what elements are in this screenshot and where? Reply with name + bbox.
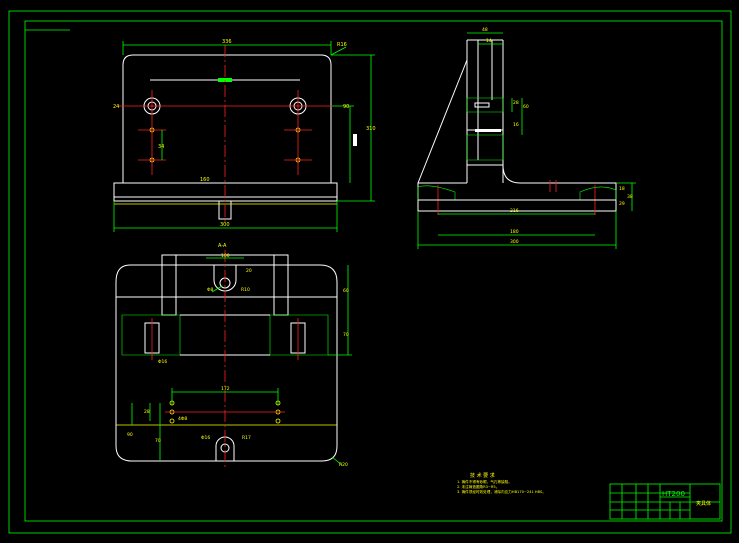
dim-section-bottom-left: Φ16 <box>201 435 210 441</box>
dim-section-hole-mid: Φ16 <box>158 359 167 365</box>
title-block-part-name: 夹具体 <box>696 500 711 507</box>
side-view: 48 14 60 28 16 216 180 300 38 29 18 <box>417 27 636 249</box>
dim-side-right-a-text: 60 <box>523 104 529 110</box>
side-hatch-right <box>579 186 617 201</box>
side-base <box>417 164 617 212</box>
side-rib <box>417 59 468 184</box>
dim-side-right-b-text: 28 <box>513 100 519 106</box>
front-view: 336 R16 24 34 310 90 160 300 <box>113 39 376 232</box>
section-upright-left <box>161 254 177 316</box>
section-pin-6 <box>275 418 281 424</box>
dim-section-hole-small: 4Φ8 <box>178 416 187 422</box>
dim-height-right-text: 90 <box>343 104 349 110</box>
notes-title: 技 术 要 求 <box>470 472 495 479</box>
dim-base-center: 160 <box>200 177 210 183</box>
section-hatch-right <box>269 314 329 356</box>
section-label: A-A <box>218 243 227 249</box>
dim-side-right-c-text: 16 <box>513 122 519 128</box>
title-block-frame <box>609 483 721 520</box>
dim-base-width-text: 300 <box>220 222 230 228</box>
inner-border <box>24 20 723 522</box>
title-block: HT200 夹具体 <box>609 483 721 520</box>
dim-section-hole-right: R10 <box>241 287 250 293</box>
dim-top-width-text: 336 <box>222 39 232 45</box>
outer-border <box>8 10 732 534</box>
dim-left-mid: 34 <box>158 144 164 150</box>
dim-section-left-a-text: 28 <box>144 409 150 415</box>
dim-section-corner-leader <box>331 456 343 466</box>
dim-section-right-lower-text: 70 <box>343 332 349 338</box>
dim-side-height-a: 38 <box>627 194 633 200</box>
dim-side-bottom-inner-text: 216 <box>510 208 519 214</box>
side-hatch-top <box>466 97 504 113</box>
dim-section-hole-left: Φ8 <box>207 287 214 293</box>
section-hatch-left <box>121 314 181 356</box>
dim-height-right-mark <box>353 134 357 146</box>
note-item-1: 1. 铸件不得有砂眼、气孔等缺陷。 <box>457 479 512 484</box>
section-view: A-A 100 20 Φ8 <box>115 243 352 470</box>
dim-section-center-width-text: 172 <box>221 386 230 392</box>
dim-section-left-c-text: 90 <box>127 432 133 438</box>
technical-notes: 技 术 要 求 1. 铸件不得有砂眼、气孔等缺陷。 2. 未注铸造圆角R3~R5… <box>457 472 546 494</box>
dim-section-top-center-text: 100 <box>221 253 230 259</box>
side-hatch-mid <box>466 134 504 161</box>
section-upright-right <box>273 254 289 316</box>
dim-side-top-b-text: 14 <box>486 38 492 44</box>
dim-side-height-b: 29 <box>619 201 625 207</box>
dim-section-left-b-text: 70 <box>155 438 161 444</box>
dim-section-corner: R20 <box>339 462 348 468</box>
title-block-material: HT200 <box>662 490 685 498</box>
dim-side-height-c: 18 <box>619 186 625 192</box>
dim-section-right-upper-text: 60 <box>343 288 349 294</box>
side-hatch-left <box>417 185 456 201</box>
dim-section-hole-l-leader <box>211 285 223 293</box>
note-item-3: 3. 铸件须经时效处理，消除内应力HB170~241 HBS。 <box>457 489 546 494</box>
dim-section-bottom-right: R17 <box>242 435 251 441</box>
section-pin-3 <box>169 418 175 424</box>
dim-radius-text: R16 <box>337 42 347 48</box>
dim-radius-leader <box>330 46 347 56</box>
note-item-2: 2. 未注铸造圆角R3~R5。 <box>457 484 499 489</box>
dim-side-top-a-text: 48 <box>482 27 488 33</box>
dim-side-bottom-mid-text: 180 <box>510 229 519 235</box>
dim-side-bottom-total-text: 300 <box>510 239 519 245</box>
dim-section-top-right-text: 20 <box>246 268 252 274</box>
side-pin-top <box>474 102 490 108</box>
dim-height-total-text: 310 <box>366 126 376 132</box>
side-pin-mid <box>475 129 501 132</box>
front-plate-outline <box>122 54 332 183</box>
dim-left-small: 24 <box>113 104 119 110</box>
section-outline <box>115 264 338 462</box>
front-base <box>113 182 338 202</box>
